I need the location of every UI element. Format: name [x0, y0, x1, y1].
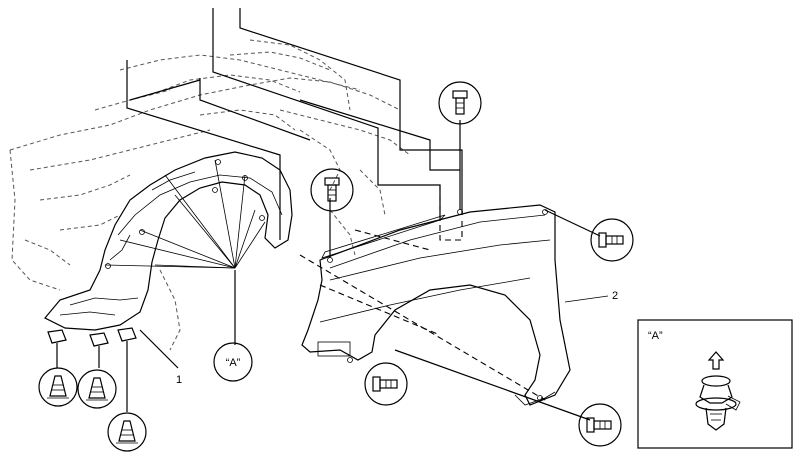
bolt-icon	[578, 403, 622, 447]
detail-view-a: “A”	[637, 319, 793, 449]
bolt-icon	[364, 362, 408, 406]
bolt-icon	[590, 218, 634, 262]
vehicle-body-outline	[9, 39, 411, 351]
leader-lines	[104, 8, 601, 421]
torque-cone-icon	[107, 412, 147, 452]
torque-cone-icon	[77, 369, 117, 409]
bolt-icon	[310, 168, 354, 212]
fender-liner	[44, 151, 293, 331]
torque-cone-icon	[38, 367, 78, 407]
push-clip-icon	[695, 375, 741, 431]
view-a-box-label: “A”	[648, 330, 663, 342]
part-1-label: 1	[176, 374, 182, 386]
bolt-icon	[438, 81, 482, 125]
up-arrow-icon	[707, 351, 725, 370]
front-fender-panel	[301, 204, 571, 406]
view-a-circle-label: “A”	[226, 357, 241, 369]
part-2-label: 2	[612, 290, 618, 302]
view-a-callout: “A”	[213, 342, 253, 382]
liner-clips	[47, 327, 179, 412]
